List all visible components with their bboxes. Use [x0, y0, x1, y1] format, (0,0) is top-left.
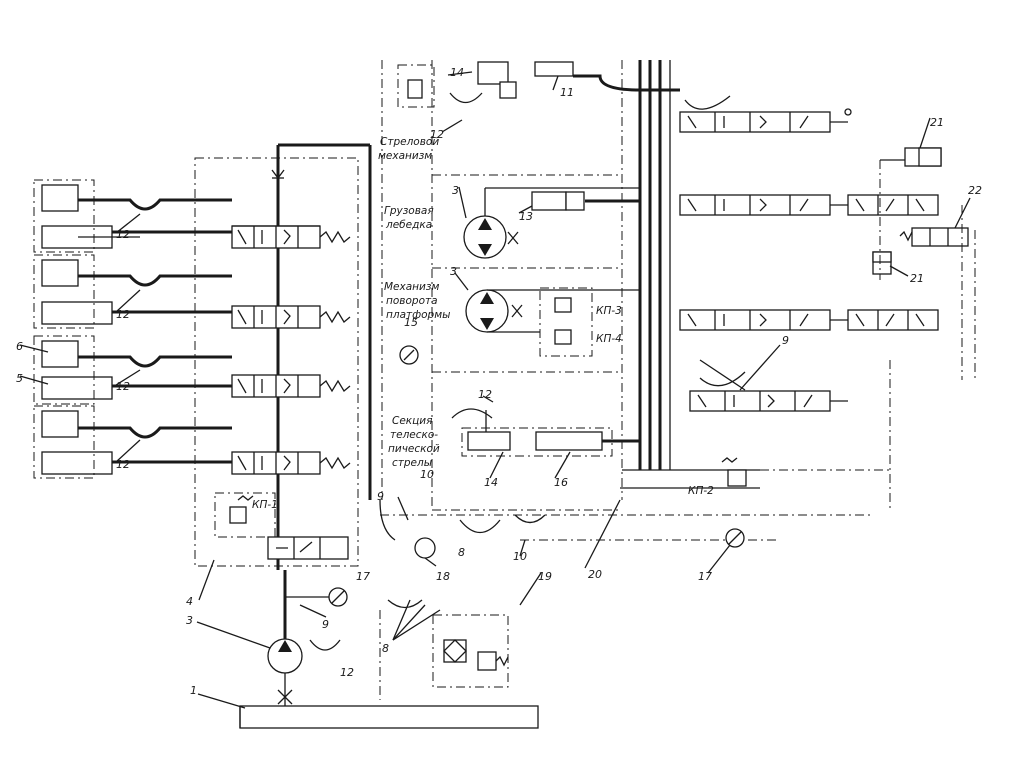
- main-pump: [267, 570, 303, 706]
- callout-12-pump: 12: [340, 666, 354, 679]
- callout-9-pump: 9: [322, 618, 329, 631]
- callout-22: 22: [968, 184, 982, 197]
- callout-3-pump: 3: [186, 614, 193, 627]
- callout-17-right: 17: [698, 570, 712, 583]
- telescopic-section-label: Секция телеско- пической стрелы: [388, 415, 440, 469]
- right-valve-1: [679, 95, 852, 133]
- callout-10-section: 10: [420, 468, 434, 481]
- telescopic-section-label-line-3: пической: [388, 443, 440, 455]
- callout-3-winch: 3: [452, 184, 459, 197]
- left-valve-5: [267, 536, 349, 560]
- left-valve-1: [231, 225, 351, 249]
- callout-21-upper: 21: [930, 116, 944, 129]
- platform-rotation-label-line-3: платформы: [386, 309, 450, 321]
- callout-5: 5: [16, 372, 23, 385]
- relief-valve-kp1: [214, 492, 276, 538]
- callout-9-left: 9: [377, 490, 384, 503]
- cargo-winch-label-line-2: лебедка: [385, 219, 432, 231]
- kp3-label: КП-3: [596, 305, 622, 317]
- cargo-winch-label-line-1: Грузовая: [384, 205, 434, 217]
- kp4-label: КП-4: [596, 333, 622, 345]
- platform-rotation-label-line-2: поворота: [386, 295, 438, 307]
- kp2-label: КП-2: [688, 485, 714, 497]
- telescopic-section-label-line-2: телеско-: [390, 429, 438, 441]
- callout-1: 1: [190, 684, 197, 697]
- left-distributor-block: [194, 143, 372, 570]
- callout-20: 20: [588, 568, 602, 581]
- kp1-label: КП-1: [252, 499, 278, 511]
- right-valve-3: [679, 309, 848, 331]
- callout-10-pipe: 10: [513, 550, 527, 563]
- return-filter-unit: [432, 614, 509, 688]
- telescopic-section-unit: [451, 408, 640, 457]
- cylinder-21-lower: [872, 251, 892, 275]
- right-valve-2: [679, 194, 848, 216]
- callout-8-pipe: 8: [458, 546, 465, 559]
- left-actuator-3: [33, 335, 232, 405]
- boom-mechanism-label: Стреловой механизм: [378, 136, 439, 162]
- callout-14-section: 14: [484, 476, 498, 489]
- boom-mechanism-label-line-2: механизм: [378, 150, 432, 162]
- platform-rotation-label: Механизм поворота платформы: [384, 281, 450, 321]
- callout-17-left: 17: [356, 570, 370, 583]
- callout-19: 19: [538, 570, 552, 583]
- callout-18: 18: [436, 570, 450, 583]
- central-frame: [379, 60, 620, 700]
- left-actuator-4: [33, 405, 232, 479]
- callout-4: 4: [186, 595, 193, 608]
- callout-14-top: 14: [450, 66, 464, 79]
- callout-15: 15: [404, 316, 418, 329]
- callout-12-act3: 12: [116, 380, 130, 393]
- callout-21-lower: 21: [910, 272, 924, 285]
- callout-12-section: 12: [478, 388, 492, 401]
- hydraulic-tank: [239, 705, 539, 729]
- cargo-winch-motor: [463, 187, 640, 259]
- left-valve-2: [231, 305, 351, 329]
- pressure-gauge-17-right: [725, 528, 745, 548]
- cargo-winch-label: Грузовая лебедка: [384, 205, 434, 231]
- valve-22: [899, 227, 969, 247]
- platform-rotation-label-line-1: Механизм: [384, 281, 439, 293]
- callout-13: 13: [519, 210, 533, 223]
- callout-12-act4: 12: [116, 458, 130, 471]
- callout-12-top: 12: [430, 128, 444, 141]
- cylinder-21-upper: [904, 147, 942, 167]
- relief-valve-kp2: [721, 457, 747, 487]
- aux-valve-lower: [847, 309, 939, 331]
- boom-mechanism-label-line-1: Стреловой: [380, 136, 439, 148]
- callout-8-lower: 8: [382, 642, 389, 655]
- left-actuator-2: [33, 254, 232, 329]
- left-valve-3: [231, 374, 351, 398]
- callout-12-act1: 12: [116, 228, 130, 241]
- telescopic-section-label-line-4: стрелы: [392, 457, 432, 469]
- return-loops: [309, 499, 546, 651]
- callout-6: 6: [16, 340, 23, 353]
- callout-11: 11: [560, 86, 574, 99]
- aux-valve-upper: [847, 194, 939, 216]
- callout-3-rotation: 3: [450, 265, 457, 278]
- right-valve-4: [689, 371, 848, 412]
- callout-16: 16: [554, 476, 568, 489]
- callout-12-act2: 12: [116, 308, 130, 321]
- left-actuator-1: [33, 179, 232, 253]
- telescopic-section-label-line-1: Секция: [392, 415, 432, 427]
- callout-leaders: [19, 71, 971, 709]
- right-valve-bank: [621, 60, 760, 500]
- callout-9-right: 9: [782, 334, 789, 347]
- rotation-motor: [465, 287, 640, 357]
- pressure-gauge-17-left: [285, 587, 348, 607]
- pressure-gauge-15: [399, 345, 419, 365]
- boom-mechanism-unit: [397, 61, 680, 108]
- gauge-18: [414, 537, 436, 559]
